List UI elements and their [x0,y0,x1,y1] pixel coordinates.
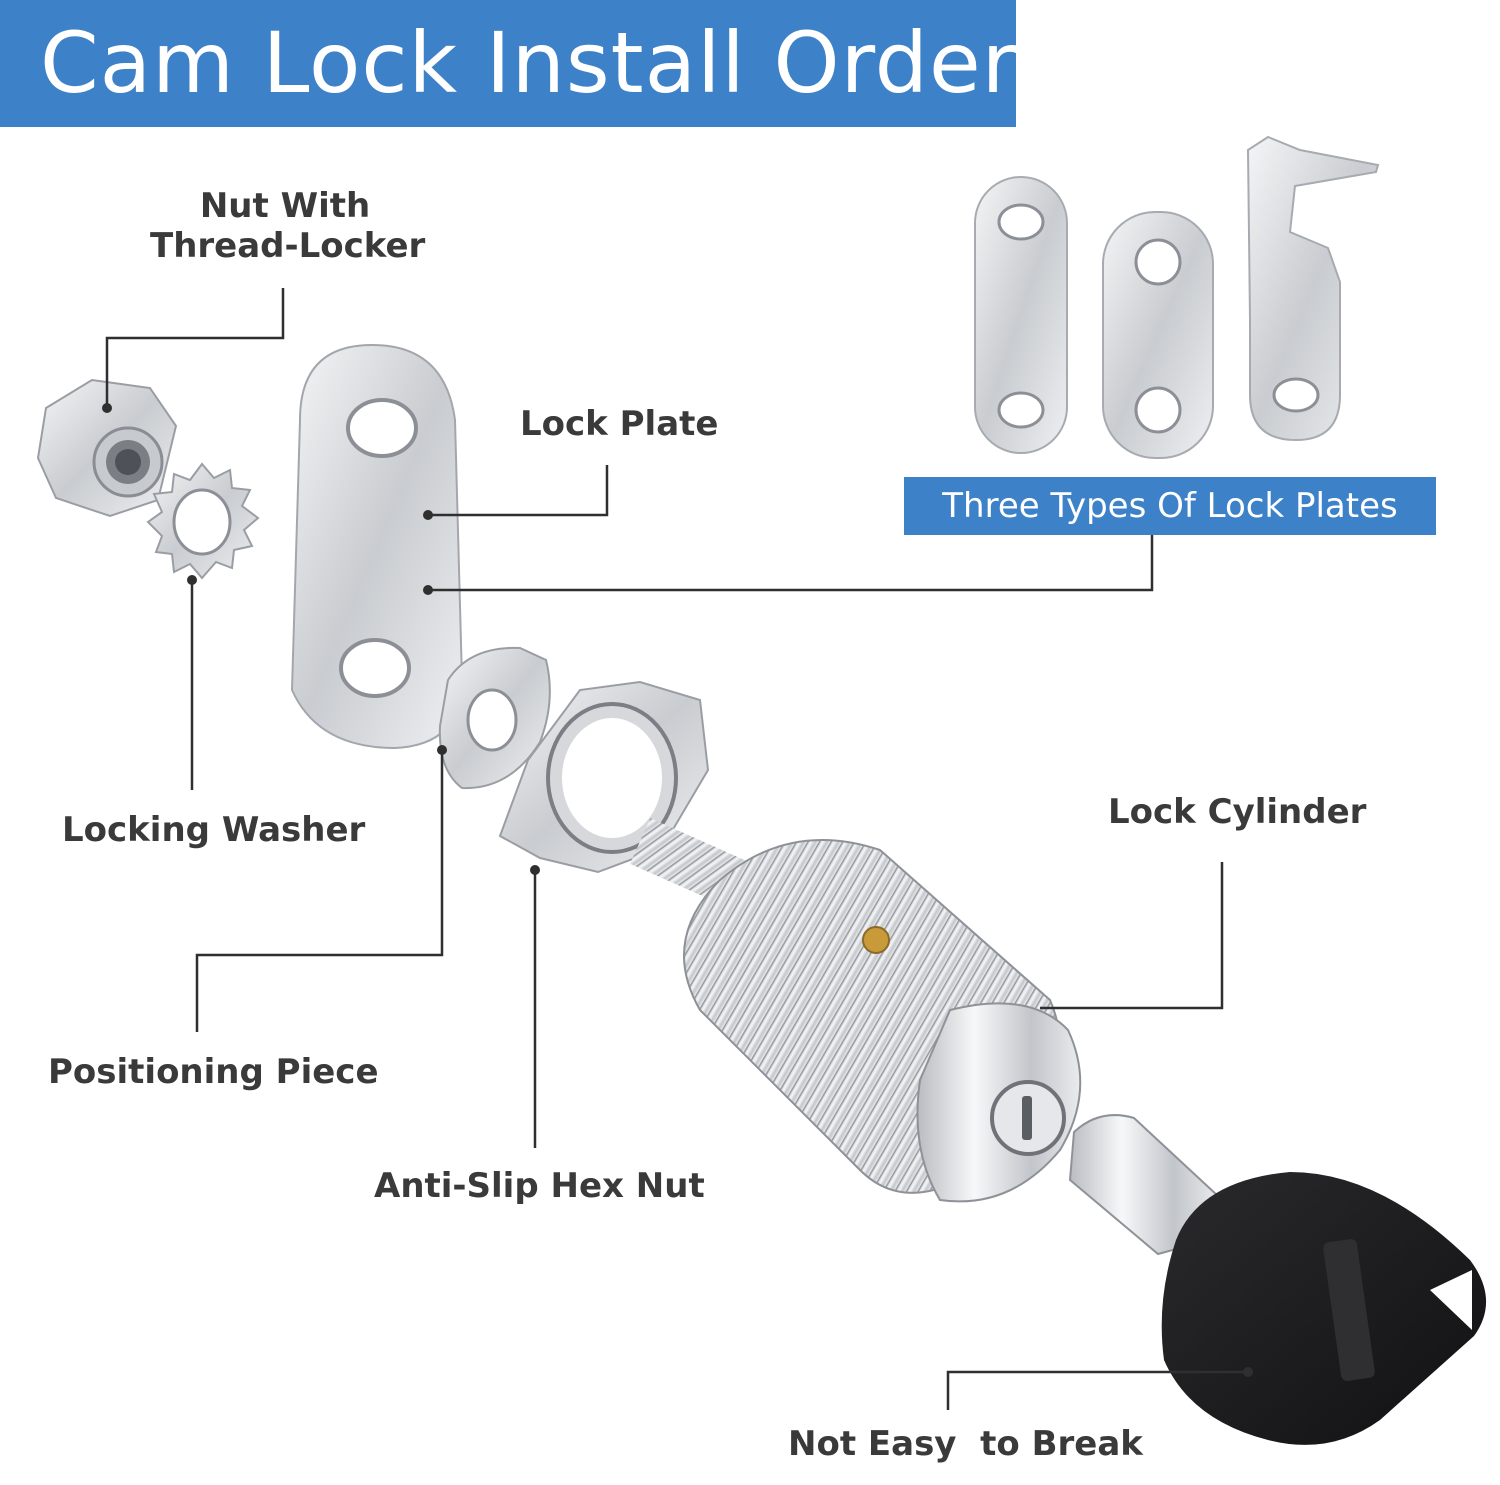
label-positioning-piece: Positioning Piece [48,1052,379,1092]
plate-type-1 [974,176,1068,454]
leader-dot [187,575,197,585]
label-nut-line1: Nut With [199,186,371,226]
page-title: Cam Lock Install Order [40,14,1018,112]
locking-washer-part [146,462,260,580]
title-banner [0,0,1016,127]
lock-cylinder-part [630,818,1082,1203]
positioning-piece-part [438,646,551,790]
label-anti-slip-hex-nut: Anti-Slip Hex Nut [374,1166,705,1206]
label-not-easy-to-break: Not Easy to Break [788,1424,1143,1464]
hex-nut-part [498,680,710,874]
leader-dot [530,865,540,875]
leader-dot [102,403,112,413]
label-locking-washer: Locking Washer [62,810,366,850]
plates-banner [904,477,1436,535]
leader-lines [105,288,1248,1410]
label-lock-cylinder: Lock Cylinder [1108,792,1367,832]
label-lock-plate: Lock Plate [520,404,719,444]
plate-type-2 [1102,211,1214,459]
plate-type-3 [1246,135,1380,442]
leader-dot [1243,1367,1253,1377]
key-part [1068,1114,1487,1445]
label-nut-line2: Thread-Locker [150,226,426,266]
leader-dot [423,585,433,595]
plates-banner-label: Three Types Of Lock Plates [942,486,1398,526]
lock-plate-part [290,343,464,750]
leader-dot [437,745,447,755]
nylon-lock-nut [36,378,178,518]
leader-dot [423,510,433,520]
